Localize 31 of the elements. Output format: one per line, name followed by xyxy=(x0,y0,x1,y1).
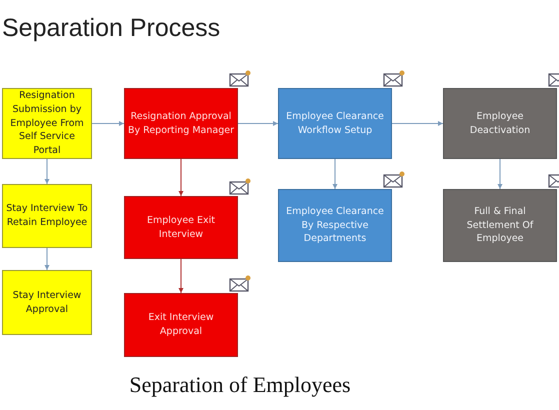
process-box xyxy=(124,196,238,259)
box-label: Resignation Approval By Reporting Manager xyxy=(128,110,234,138)
box-label: Employee Clearance By Respective Departments xyxy=(285,204,385,246)
box-label: Full & Final Settlement Of Employee xyxy=(466,204,534,246)
diagram-title: Separation Process xyxy=(2,14,220,43)
arrow xyxy=(178,258,184,294)
process-box xyxy=(2,184,92,248)
arrow xyxy=(44,158,50,184)
process-box xyxy=(443,88,557,159)
arrow xyxy=(498,158,502,190)
process-box xyxy=(2,270,92,335)
process-box xyxy=(124,88,238,159)
process-box xyxy=(278,189,392,262)
box-label: Exit Interview Approval xyxy=(147,311,215,339)
arrow xyxy=(178,158,184,196)
arrow xyxy=(238,121,278,126)
process-box xyxy=(124,293,238,357)
box-label: Employee Exit Interview xyxy=(146,214,216,242)
diagram-caption: Separation of Employees xyxy=(128,372,352,398)
arrow xyxy=(392,121,444,126)
box-label: Stay Interview To Retain Employee xyxy=(6,202,88,230)
box-label: Employee Deactivation xyxy=(468,110,532,138)
process-box xyxy=(2,88,92,159)
arrow xyxy=(92,121,124,126)
arrow xyxy=(44,248,50,270)
box-label: Employee Clearance Workflow Setup xyxy=(285,110,385,138)
process-box xyxy=(278,88,392,159)
box-label: Stay Interview Approval xyxy=(12,288,82,316)
box-label: Resignation Submission by Employee From Self Service Portal xyxy=(9,89,85,158)
arrow xyxy=(332,158,338,190)
process-box xyxy=(443,189,557,262)
